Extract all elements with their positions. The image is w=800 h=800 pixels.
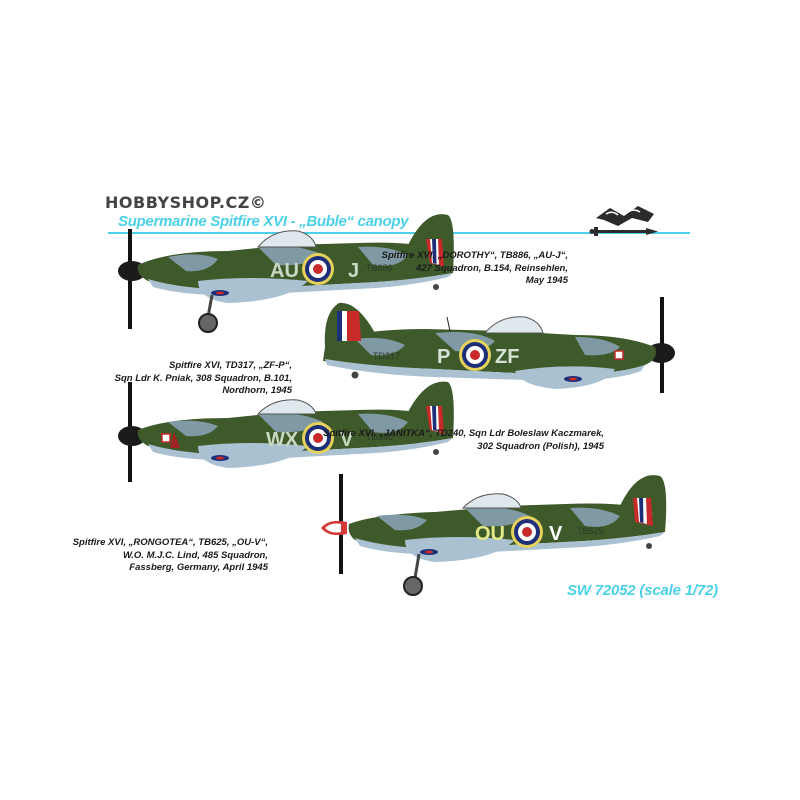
sheet-title: Supermarine Spitfire XVI - „Buble“ canop… [118, 213, 409, 230]
code-right: ZF [495, 346, 519, 368]
caption-4: Spitfire XVI, „RONGOTEA“, TB625, „OU-V“,… [72, 537, 268, 573]
spitfire-profile-3: WX V TD240 [118, 381, 454, 482]
code-left: P [437, 346, 450, 368]
code-right: V [340, 429, 354, 451]
caption-2: Spitfire XVI, TD317, „ZF-P“, Sqn Ldr K. … [114, 360, 292, 396]
watermark: HOBBYSHOP.CZ© [105, 193, 267, 212]
serial-number: TD240 [366, 432, 393, 442]
code-right: V [549, 523, 563, 545]
caption-1: Spitfire XVI, „DOROTHY“, TB886, „AU-J“, … [381, 250, 568, 286]
spitfire-profile-4: OU V TB625 [321, 474, 667, 596]
serial-number: TB625 [577, 526, 604, 536]
sword-logo-icon [589, 206, 658, 236]
spitfire-profile-1: AU J TB886 [118, 214, 454, 333]
serial-number: TB886 [366, 263, 393, 273]
code-left: OU [475, 523, 505, 545]
code-left: AU [270, 260, 299, 282]
serial-number: TD317 [373, 351, 400, 361]
title-rule [108, 232, 690, 234]
product-code: SW 72052 (scale 1/72) [567, 582, 718, 599]
caption-3: Spitfire XVI, „JANITKA“, TD240, Sqn Ldr … [323, 428, 604, 452]
spitfire-profile-2: P ZF TD317 [323, 297, 675, 393]
code-right: J [348, 260, 359, 282]
code-left: WX [266, 429, 299, 451]
